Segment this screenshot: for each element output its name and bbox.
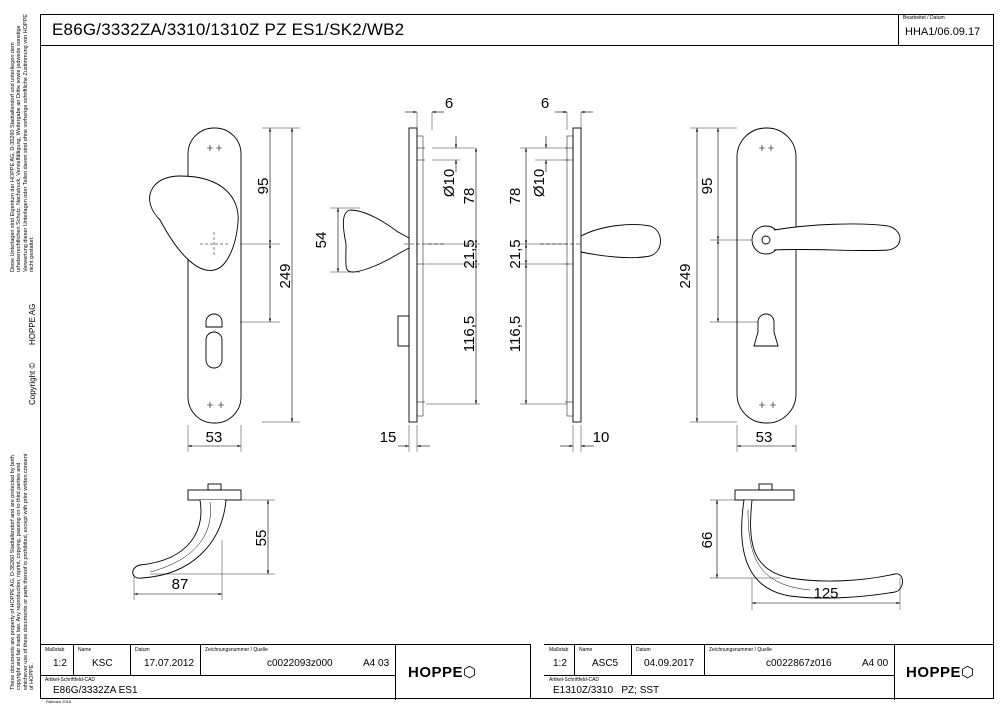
dim-knob-length: 87 <box>172 576 189 593</box>
dim-left-width: 53 <box>206 429 223 446</box>
tb-left-drawing-number: c0022093z000 <box>267 658 333 669</box>
tb-left-format: A4 03 <box>363 658 390 669</box>
tb-left-article: E86G/3332ZA ES1 <box>53 685 138 696</box>
dim-knob-diameter: 54 <box>313 232 330 249</box>
dim-10: 10 <box>593 429 610 446</box>
right-lever <box>751 223 901 255</box>
dim-diam-left: Ø10 <box>441 169 458 197</box>
tb-left-date-label: Datum <box>135 647 150 653</box>
dim-right-width: 53 <box>756 429 773 446</box>
dim-left-upper: 95 <box>255 178 272 195</box>
title-block-left: Maßstab 1:2 Name KSC Datum 17.07.2012 Ze… <box>40 644 530 700</box>
tb-left-scale-label: Maßstab <box>45 647 65 653</box>
right-front-plate <box>736 127 797 424</box>
dim-diam-right: Ø10 <box>531 169 548 197</box>
dim-rose-left: 6 <box>445 95 453 112</box>
tb-right-name: ASC5 <box>592 658 619 669</box>
hoppe-logo-left: HOPPE⬡ <box>408 664 477 681</box>
tb-right-article: E1310Z/3310 PZ; SST <box>553 685 660 696</box>
left-front-plate <box>187 127 242 424</box>
dim-right-upper: 95 <box>699 178 716 195</box>
edited-value: HHA1/06.09.17 <box>905 26 981 38</box>
tb-left-name-label: Name <box>78 647 92 653</box>
tb-right-drawing-number: c0022867z016 <box>766 658 832 669</box>
frame-version: Rahmen 2016 <box>46 699 72 704</box>
dim-116-left: 116,5 <box>461 316 478 352</box>
tb-right-scale-label: Maßstab <box>549 647 569 653</box>
tb-right-article-label: Artikel-Schriftfeld-CAD <box>549 677 600 683</box>
tb-left-name: KSC <box>92 658 113 669</box>
left-knob <box>149 175 239 271</box>
edited-label: Bearbeitet / Datum <box>903 15 945 21</box>
right-side-view <box>540 127 661 423</box>
dim-left-total: 249 <box>277 263 294 288</box>
hoppe-logo-right: HOPPE⬡ <box>906 664 975 681</box>
hoppe-logo-icon: ⬡ <box>961 664 975 681</box>
dim-right-total: 249 <box>677 263 694 288</box>
tb-right-drawing-label: Zeichnungsnummer / Quelle <box>709 647 772 653</box>
drawing-title: E86G/3332ZA/3310/1310Z PZ ES1/SK2/WB2 <box>52 20 405 39</box>
drawing-frame <box>40 14 994 699</box>
dim-78-right: 78 <box>507 188 524 205</box>
hoppe-logo-icon: ⬡ <box>463 664 477 681</box>
right-top-view <box>734 483 903 599</box>
left-side-view <box>342 127 444 423</box>
dim-knob-projection: 55 <box>253 530 270 547</box>
dim-78-left: 78 <box>461 188 478 205</box>
dim-rose-right: 6 <box>541 95 549 112</box>
tb-right-date: 04.09.2017 <box>644 658 695 669</box>
tb-left-date: 17.07.2012 <box>144 658 195 669</box>
tb-left-drawing-label: Zeichnungsnummer / Quelle <box>205 647 268 653</box>
tb-right-scale: 1:2 <box>553 658 567 669</box>
dim-21-right: 21,5 <box>507 239 524 268</box>
tb-right-format: A4 00 <box>862 658 889 669</box>
tb-left-article-label: Artikel-Schriftfeld-CAD <box>45 677 96 683</box>
dim-lever-length: 125 <box>813 585 838 602</box>
tb-right-date-label: Datum <box>636 647 651 653</box>
left-top-view <box>132 483 242 579</box>
dim-15: 15 <box>380 429 397 446</box>
dim-21-left: 21,5 <box>461 239 478 268</box>
dim-lever-projection: 66 <box>699 532 716 549</box>
tb-left-scale: 1:2 <box>53 658 67 669</box>
title-block-right: Maßstab 1:2 Name ASC5 Datum 04.09.2017 Z… <box>544 644 994 700</box>
dim-116-right: 116,5 <box>507 316 524 352</box>
tb-right-name-label: Name <box>579 647 593 653</box>
edited-box: Bearbeitet / Datum HHA1/06.09.17 <box>898 14 994 45</box>
title-bar: E86G/3332ZA/3310/1310Z PZ ES1/SK2/WB2 Be… <box>40 14 994 46</box>
